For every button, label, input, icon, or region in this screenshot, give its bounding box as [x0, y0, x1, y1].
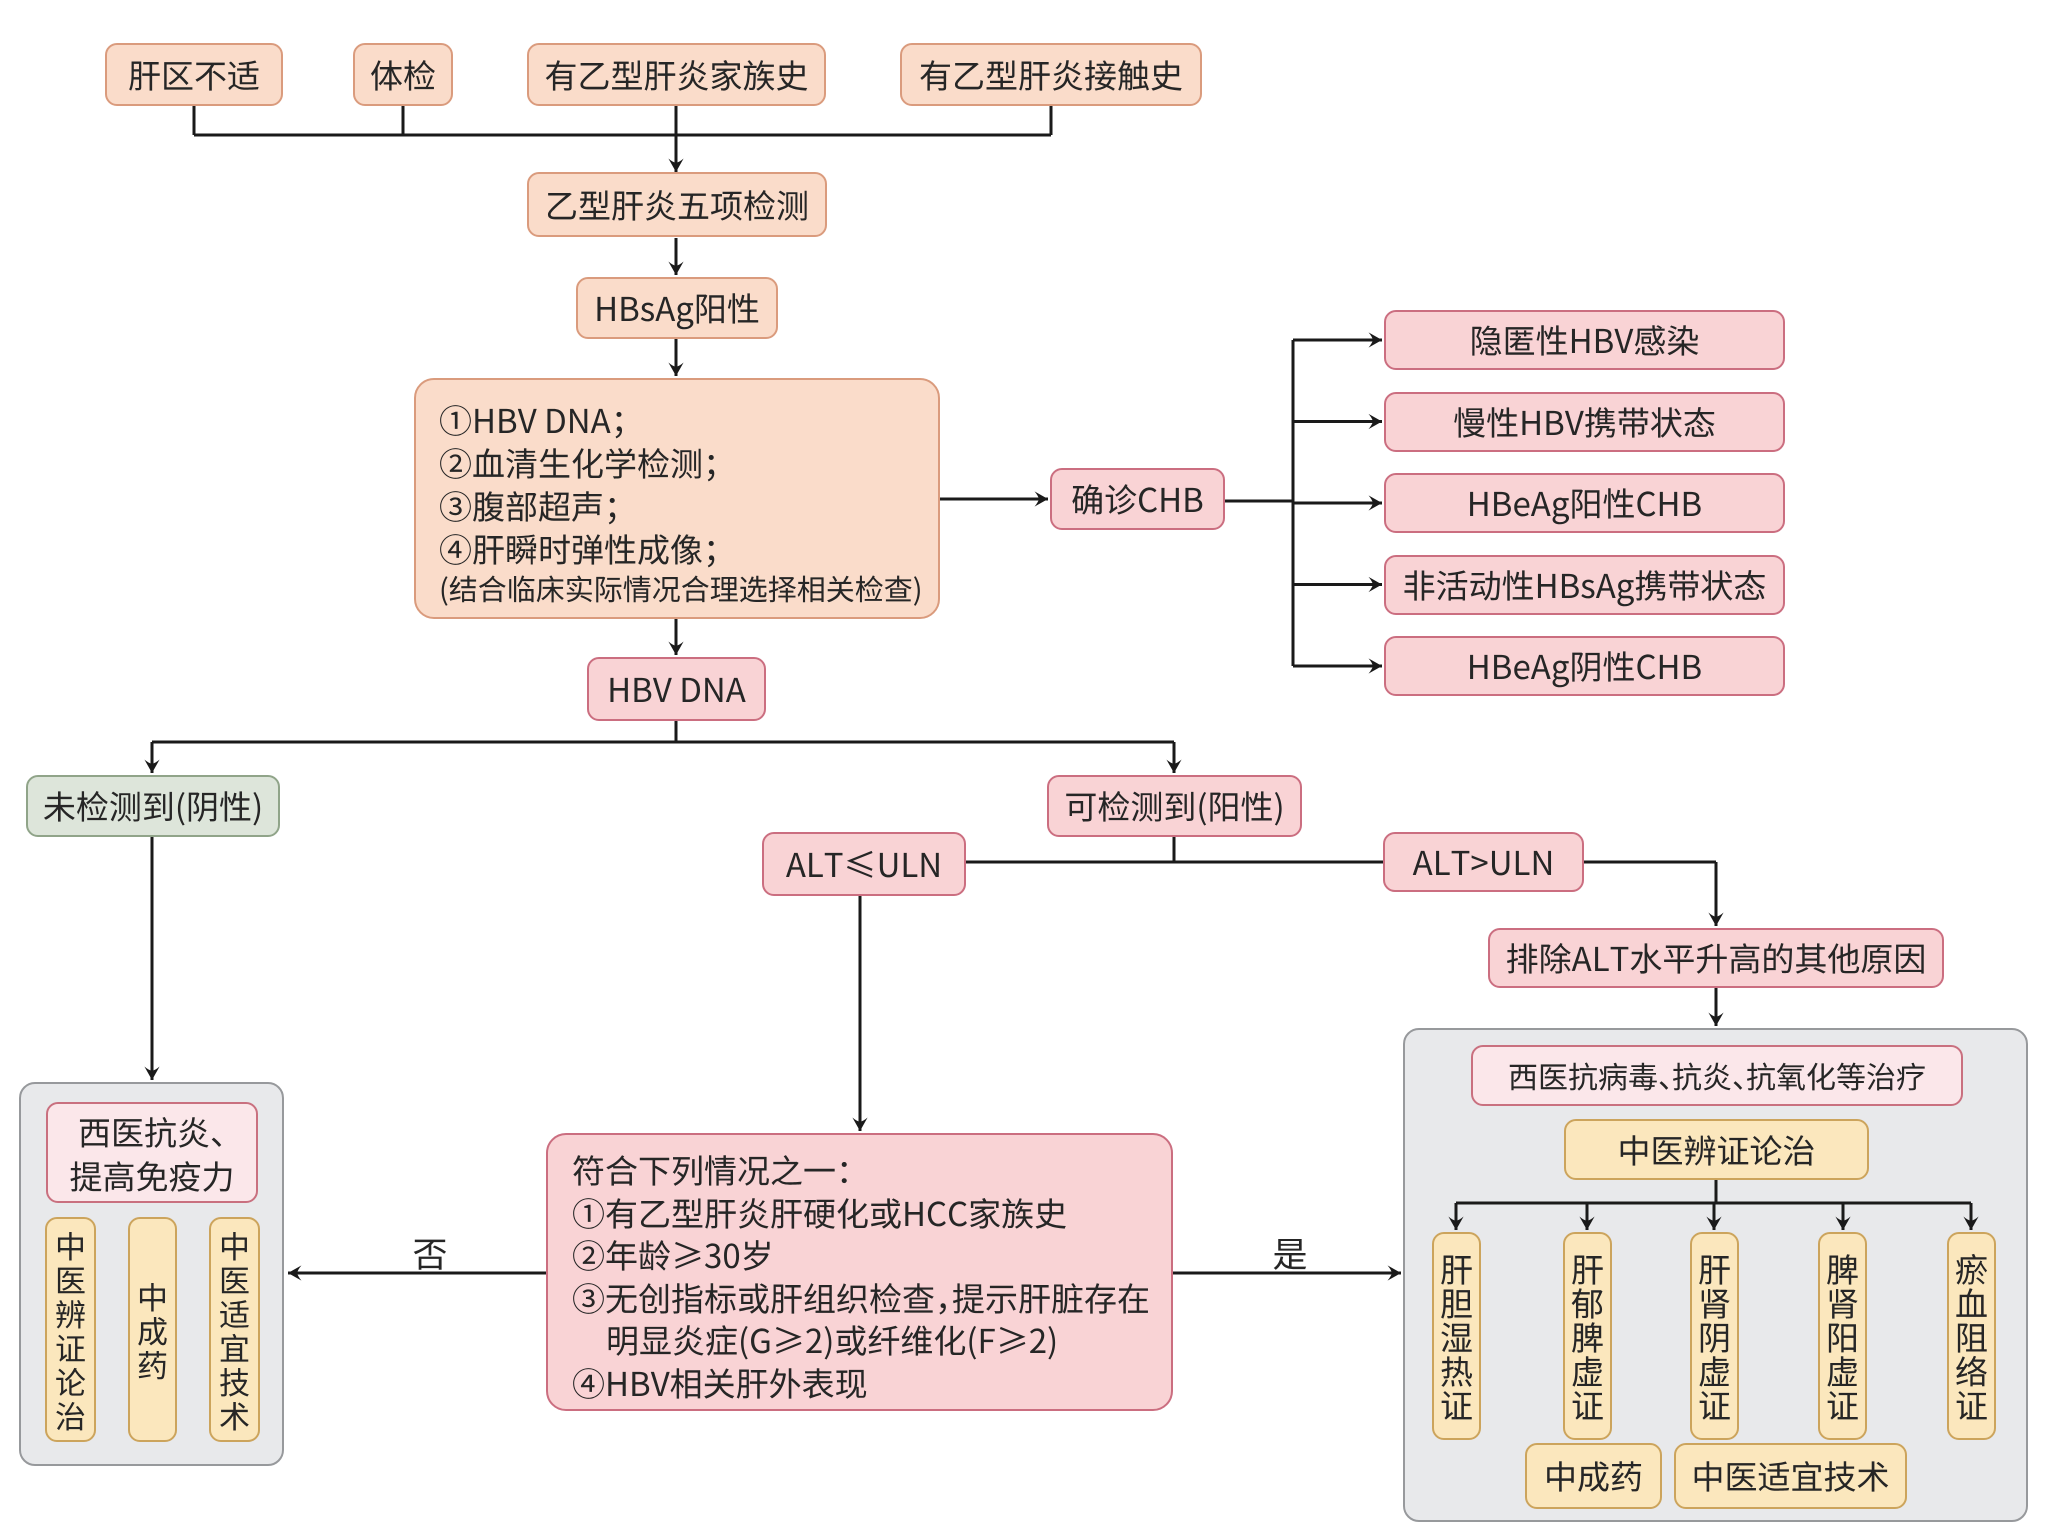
svg-text:是: 是 [1272, 1227, 1307, 1278]
svg-text:否: 否 [412, 1227, 447, 1278]
